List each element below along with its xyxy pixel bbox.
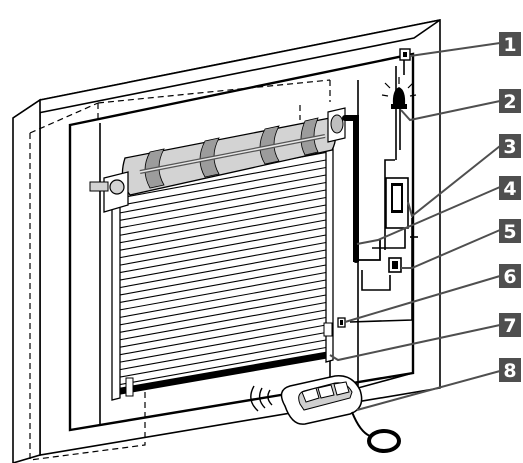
cable-duct-icon [353,228,359,262]
callout-7: 7 [499,313,521,337]
callout-number: 3 [503,136,516,158]
callout-3: 3 [499,134,521,158]
roller-door [111,137,334,401]
door-slat [119,234,327,274]
wall-switch-icon [399,48,411,61]
warning-lamp-icon [381,77,417,109]
callout-8: 8 [499,358,521,382]
leader-lines [329,42,501,411]
callout-number: 5 [503,221,516,243]
door-slat [119,309,327,348]
callout-box [499,134,521,158]
door-slat [119,166,327,206]
door-slat [119,301,327,341]
photocell-icon [337,317,346,328]
callout-number: 4 [503,178,516,200]
callout-box [499,219,521,243]
callout-number: 2 [503,91,516,113]
door-slat [119,279,327,318]
motor-drum [89,107,346,213]
door-slat [119,204,327,244]
callout-5: 5 [499,219,521,243]
callout-box [499,264,521,288]
door-slat [119,271,327,311]
callout-6: 6 [499,264,521,288]
junction-box-icon [388,257,402,273]
callout-number: 8 [503,360,516,382]
control-box-icon [385,177,409,229]
callout-4: 4 [499,176,521,200]
door-slat [119,331,327,371]
callout-1: 1 [499,32,521,56]
callouts: 1 2 3 4 5 6 7 8 [499,32,521,382]
door-slat [119,196,327,236]
door-slat [119,241,327,281]
callout-number: 7 [503,315,516,337]
door-slat [119,264,327,303]
callout-box [499,32,521,56]
door-slat [119,174,327,214]
callout-number: 1 [503,34,516,56]
door-slat [119,226,327,266]
door-slat [119,339,327,378]
door-slat [119,256,327,296]
door-slat [119,189,327,229]
door-slat [119,286,327,326]
callout-box [499,89,521,113]
door-slat [119,181,327,221]
door-slat [119,219,327,259]
door-slat [119,249,327,289]
callout-number: 6 [503,266,516,288]
door-slat [119,324,327,363]
door-slat [119,316,327,356]
door-slat [119,294,327,333]
callout-box [499,176,521,200]
door-slat [119,346,327,386]
door-slat [119,159,327,199]
callout-box [499,313,521,337]
callout-box [499,358,521,382]
door-slat [119,211,327,251]
callout-2: 2 [499,89,521,113]
wiring [342,58,418,323]
remote-control-icon [250,375,401,453]
